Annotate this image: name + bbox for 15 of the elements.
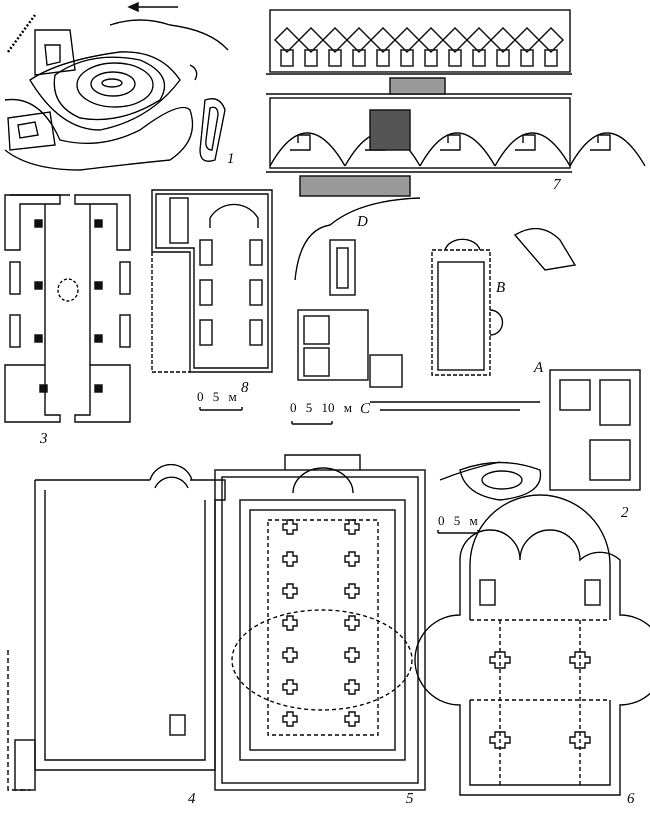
letter-label: D: [357, 215, 368, 230]
letter-label: B: [496, 281, 506, 296]
plan-number: 8: [241, 381, 248, 396]
scale-label: 0 5 м: [438, 514, 478, 527]
plan-number: 4: [188, 792, 196, 807]
letter-label: C: [360, 402, 370, 417]
plan-number: 5: [406, 792, 414, 807]
letter-label: A: [534, 361, 544, 376]
plan-number: 3: [40, 432, 48, 447]
scale-label: 0 5 10 м: [290, 401, 352, 414]
plan-number: 2: [621, 506, 628, 521]
plan-number: 7: [553, 178, 560, 193]
scale-label: 0 5 м: [197, 390, 237, 403]
plan-number: 1: [227, 152, 234, 167]
plan-number: 6: [627, 792, 634, 807]
